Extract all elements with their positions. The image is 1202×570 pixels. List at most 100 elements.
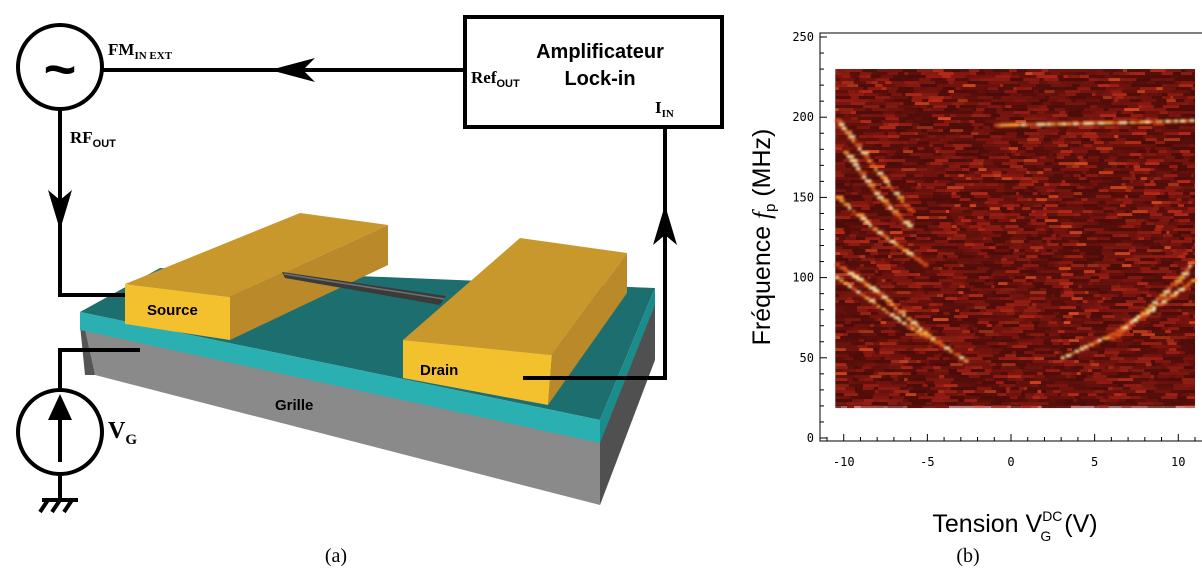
heatmap-cell: [875, 363, 890, 367]
heatmap-cell: [1194, 183, 1195, 187]
heatmap-cell: [835, 336, 841, 340]
heatmap-cell: [1179, 150, 1191, 154]
heatmap-cell: [895, 333, 906, 337]
heatmap-cell: [1054, 159, 1063, 163]
heatmap-cell: [1181, 69, 1185, 73]
heatmap-cell: [852, 384, 864, 388]
heatmap-cell: [1131, 336, 1145, 340]
heatmap-cell: [1095, 111, 1110, 115]
heatmap-cell: [1165, 252, 1173, 256]
heatmap-cell: [888, 186, 899, 190]
heatmap-cell: [1046, 156, 1057, 160]
heatmap-cell: [1187, 399, 1195, 403]
heatmap-cell: [835, 303, 849, 307]
heatmap-cell: [933, 153, 942, 157]
heatmap-cell: [1114, 192, 1132, 196]
heatmap-cell: [835, 81, 839, 85]
heatmap-cell: [915, 210, 930, 214]
heatmap-cell: [902, 177, 906, 181]
heatmap-cell: [927, 261, 936, 265]
heatmap-cell: [934, 186, 948, 190]
heatmap-cell: [959, 189, 965, 193]
heatmap-cell: [975, 138, 980, 142]
heatmap-cell: [937, 174, 945, 178]
heatmap-cell: [1145, 72, 1162, 76]
heatmap-cell: [1046, 117, 1059, 121]
heatmap-cell: [874, 390, 879, 394]
heatmap-cell: [945, 360, 958, 364]
heatmap-cell: [962, 309, 970, 313]
heatmap-cell: [1030, 384, 1039, 388]
heatmap-cell: [1125, 219, 1137, 223]
heatmap-cell: [835, 384, 849, 388]
heatmap-cell: [1046, 207, 1064, 211]
heatmap-cell: [930, 156, 934, 160]
heatmap-cell: [1020, 213, 1029, 217]
branch-6-dot: [1119, 329, 1125, 333]
heatmap-cell: [1026, 279, 1033, 283]
heatmap-cell: [1015, 339, 1019, 343]
heatmap-cell: [1172, 285, 1178, 289]
heatmap-cell: [1120, 336, 1132, 340]
label-gate: Grille: [275, 397, 313, 414]
heatmap-cell: [881, 324, 896, 328]
heatmap-cell: [1075, 375, 1087, 379]
heatmap-cell: [1047, 105, 1063, 109]
heatmap-cell: [1181, 108, 1189, 112]
heatmap-cell: [858, 246, 872, 250]
heatmap-cell: [966, 228, 978, 232]
heatmap-cell: [929, 264, 944, 268]
heatmap-cell: [912, 126, 917, 130]
heatmap-cell: [955, 132, 960, 136]
heatmap-cell: [887, 72, 899, 76]
x-tick-label: 5: [1091, 455, 1098, 469]
heatmap-cell: [1140, 267, 1151, 271]
heatmap-cell: [894, 285, 903, 289]
branch-4-dot: [852, 163, 859, 167]
heatmap-cell: [1121, 111, 1134, 115]
heatmap-cell: [1075, 336, 1084, 340]
heatmap-cell: [1082, 120, 1100, 124]
heatmap-cell: [1076, 108, 1084, 112]
heatmap-cell: [994, 177, 1002, 181]
branch-4-dot: [880, 199, 889, 203]
heatmap-cell: [1133, 156, 1140, 160]
heatmap-cell: [1193, 315, 1195, 319]
heatmap-cell: [982, 288, 995, 292]
heatmap-cell: [899, 330, 917, 334]
heatmap-cell: [1019, 255, 1026, 259]
heatmap-cell: [925, 186, 935, 190]
heatmap-cell: [1140, 177, 1148, 181]
branch-1-dot: [889, 313, 895, 317]
branch-6-dot: [1191, 260, 1196, 264]
heatmap-cell: [1007, 378, 1015, 382]
heatmap-cell: [1145, 363, 1152, 367]
heatmap-cell: [894, 369, 906, 373]
heatmap-cell: [1076, 246, 1093, 250]
heatmap-cell: [1140, 396, 1148, 400]
heatmap-cell: [835, 309, 845, 313]
heatmap-cell: [891, 93, 903, 97]
heatmap-cell: [914, 309, 932, 313]
heatmap-cell: [964, 243, 976, 247]
heatmap-cell: [997, 156, 1010, 160]
heatmap-cell: [1169, 369, 1179, 373]
heatmap-cell: [993, 345, 1000, 349]
heatmap-cell: [1041, 354, 1057, 358]
heatmap-cell: [1180, 339, 1195, 343]
heatmap-cell: [943, 144, 953, 148]
heatmap-cell: [995, 144, 1011, 148]
heatmap-cell: [1119, 351, 1136, 355]
heatmap-cell: [991, 99, 998, 103]
heatmap-cell: [978, 168, 987, 172]
heatmap-cell: [990, 135, 1003, 139]
heatmap-cell: [1147, 330, 1152, 334]
heatmap-cell: [951, 69, 960, 73]
heatmap-cell: [950, 306, 958, 310]
heatmap-cell: [1153, 177, 1161, 181]
heatmap-cell: [1005, 105, 1012, 109]
heatmap-cell: [1026, 120, 1036, 124]
heatmap-cell: [892, 396, 902, 400]
heatmap-cell: [1087, 393, 1097, 397]
heatmap-cell: [902, 144, 914, 148]
